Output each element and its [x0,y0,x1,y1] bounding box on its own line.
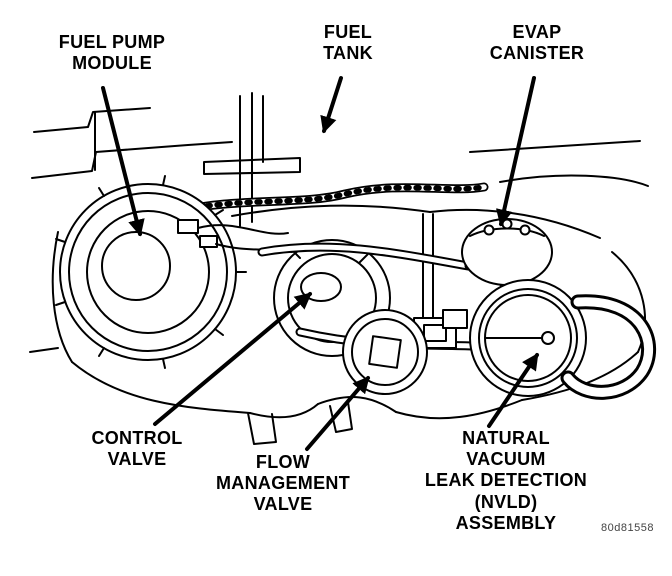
figure-code: 80d81558 [601,522,654,534]
label-fuel-pump-module: FUEL PUMP MODULE [58,32,166,74]
label-flow-management-valve: FLOW MANAGEMENT VALVE [216,452,350,515]
flow-management-valve-drawing [343,310,427,394]
label-control-valve: CONTROL VALVE [91,428,183,470]
arrow-flow-management-valve [307,378,368,449]
nvld-assembly-drawing [470,280,586,396]
wiring-harness [168,187,484,214]
arrow-nvld-assembly [489,352,537,426]
arrow-evap-canister [495,78,534,227]
arrow-control-valve [155,294,310,424]
right-hose-loop [568,302,649,393]
label-fuel-tank: FUEL TANK [323,22,373,64]
leader-arrows [103,78,537,449]
arrow-fuel-pump-module [103,88,145,237]
fuel-pump-module-drawing [56,176,292,368]
evap-canister-drawing [462,219,552,285]
arrow-fuel-tank [320,78,341,134]
label-evap-canister: EVAP CANISTER [489,22,585,64]
label-nvld-assembly: NATURAL VACUUM LEAK DETECTION (NVLD) ASS… [424,428,588,533]
